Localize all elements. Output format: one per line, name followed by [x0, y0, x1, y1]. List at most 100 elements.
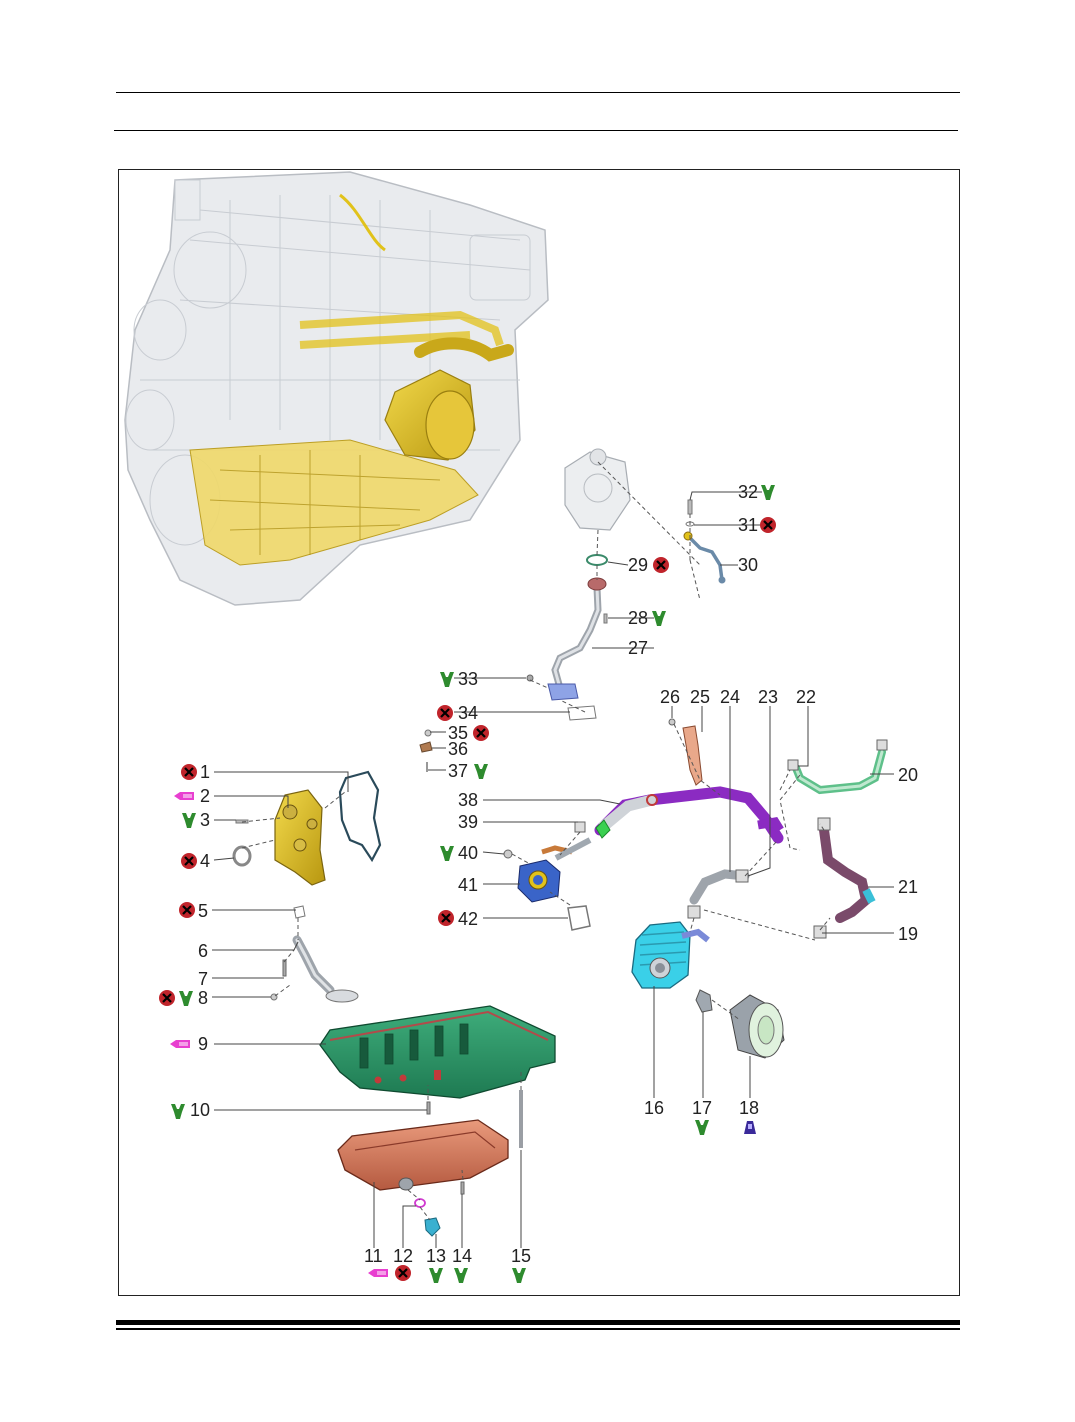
callout-8: 8: [198, 988, 208, 1008]
wrench-icon: [182, 813, 196, 828]
cross-circle-icon: [393, 1263, 413, 1283]
callout-30: 30: [738, 555, 758, 575]
header-rule-bottom: [114, 130, 958, 131]
bracket-25: [682, 725, 703, 786]
wrench-icon: [440, 846, 454, 861]
crank-oil-seal-4: [232, 845, 252, 867]
callout-37: 37: [448, 761, 468, 781]
callout-2: 2: [200, 786, 210, 806]
callout-33: 33: [458, 669, 478, 689]
alignment-lines: [241, 461, 831, 1221]
callout-25: 25: [690, 687, 710, 707]
callout-12: 12: [393, 1246, 413, 1266]
callout-28: 28: [628, 608, 648, 628]
callout-16: 16: [644, 1098, 664, 1118]
cross-circle-icon: [177, 900, 197, 920]
callout-39: 39: [458, 812, 478, 832]
oil-filter-adapter-41: [517, 837, 592, 903]
sealant-tube-icon: [170, 1040, 190, 1048]
wrench-icon: [440, 672, 454, 687]
wrench-icon: [429, 1268, 443, 1283]
callout-15: 15: [511, 1246, 531, 1266]
header-rule-top: [116, 92, 960, 93]
oil-filter-18: [729, 994, 785, 1059]
lower-oil-pan: [337, 1119, 509, 1191]
diagram-frame: [118, 169, 960, 1296]
footer-rule-thick: [116, 1320, 960, 1325]
callout-11: 11: [364, 1246, 383, 1266]
wrench-icon: [695, 1120, 709, 1135]
cross-circle-icon: [758, 515, 778, 535]
callout-6: 6: [198, 941, 208, 961]
oil-pump-assembly: [274, 789, 326, 886]
callout-21: 21: [898, 877, 918, 897]
engine-assembly-illustration: [124, 171, 549, 606]
drain-plug-washer-12: [414, 1198, 426, 1208]
callout-41: 41: [458, 875, 478, 895]
callout-32: 32: [738, 482, 758, 502]
callout-9: 9: [198, 1034, 208, 1054]
upper-oil-pan: [319, 1005, 556, 1099]
callout-17: 17: [692, 1098, 712, 1118]
cross-circle-icon: [471, 723, 491, 743]
footer-rule-thin: [116, 1328, 960, 1330]
hose-24: [689, 869, 750, 905]
wrench-icon: [761, 485, 775, 500]
callout-42: 42: [458, 909, 478, 929]
cross-circle-icon: [436, 908, 456, 928]
leader-lines: [212, 491, 894, 1248]
callout-31: 31: [738, 515, 758, 535]
oil-cooler-pipe-38: [594, 786, 784, 844]
callout-19: 19: [898, 924, 918, 944]
wrench-icon: [179, 991, 193, 1006]
front-cover-gasket-1: [338, 770, 382, 863]
callout-23: 23: [758, 687, 778, 707]
cross-circle-icon: [179, 762, 199, 782]
turbocharger-illustration: [564, 448, 631, 531]
callout-29: 29: [628, 555, 648, 575]
coolant-hose-21: [819, 825, 872, 923]
callout-1: 1: [200, 762, 210, 782]
oil-cooler-16: [631, 921, 710, 989]
callout-4: 4: [200, 851, 210, 871]
callout-38: 38: [458, 790, 478, 810]
callout-40: 40: [458, 843, 478, 863]
gasket-34: [567, 705, 597, 721]
drain-plug-13: [424, 1217, 441, 1237]
turbo-oil-return-pipe: [551, 584, 602, 692]
pipe-flange-33: [547, 683, 579, 701]
wrench-icon: [474, 764, 488, 779]
callout-13: 13: [426, 1246, 446, 1266]
wrench-icon: [652, 611, 666, 626]
callout-14: 14: [452, 1246, 472, 1266]
pickup-gasket-5: [293, 905, 306, 919]
sealant-tube-icon: [368, 1269, 388, 1277]
wrench-icon: [512, 1268, 526, 1283]
callout-labels: 1 2 3 4 5 6 7 8 9 10 11 12 13 14 15 16 1…: [190, 482, 918, 1266]
turbo-oil-feed-pipe: [686, 534, 724, 581]
cross-circle-icon: [435, 703, 455, 723]
gasket-42: [567, 905, 591, 931]
callout-36: 36: [448, 739, 468, 759]
callout-34: 34: [458, 703, 478, 723]
cross-circle-icon: [179, 851, 199, 871]
sealant-tube-icon: [174, 792, 194, 800]
callout-35: 35: [448, 723, 468, 743]
wrench-icon: [454, 1268, 468, 1283]
callout-5: 5: [198, 901, 208, 921]
callout-26: 26: [660, 687, 680, 707]
special-tool-icon: [744, 1121, 756, 1134]
pipe-flange-gasket: [587, 577, 607, 591]
gasket-29: [586, 554, 608, 566]
cross-circle-icon: [651, 555, 671, 575]
callout-18: 18: [739, 1098, 759, 1118]
callout-20: 20: [898, 765, 918, 785]
callout-22: 22: [796, 687, 816, 707]
callout-27: 27: [628, 638, 648, 658]
callout-3: 3: [200, 810, 210, 830]
wrench-icon: [171, 1104, 185, 1119]
cooler-bolt-17: [695, 989, 713, 1013]
callout-24: 24: [720, 687, 740, 707]
callout-10: 10: [190, 1100, 210, 1120]
